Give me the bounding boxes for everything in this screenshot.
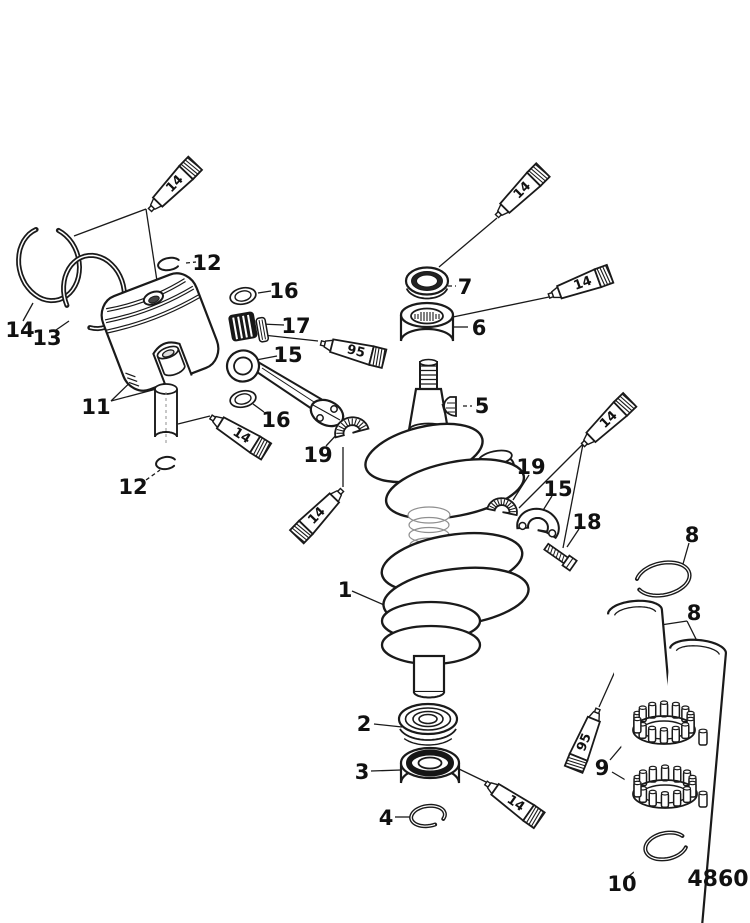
tube-label-14: 14 xyxy=(572,274,594,294)
needle-strip xyxy=(255,316,270,343)
sealant-tube-14-3 xyxy=(494,162,551,219)
callout-6: 6 xyxy=(472,316,487,340)
roller-cage-9-upper xyxy=(632,700,696,745)
rod-cap-15 xyxy=(516,507,560,540)
leader-line xyxy=(682,542,690,565)
needle-cage-17 xyxy=(228,311,270,343)
tube-label-95: 95 xyxy=(574,731,595,753)
leader-line xyxy=(518,443,584,509)
leader-line xyxy=(566,528,580,548)
pin-retainer-12-upper xyxy=(157,256,180,272)
crankshaft-1 xyxy=(364,358,530,699)
callout-17: 17 xyxy=(281,314,310,338)
callout-13: 13 xyxy=(32,326,61,350)
callout-16: 16 xyxy=(269,279,298,303)
thrust-washer-16-upper xyxy=(229,286,257,306)
leader-line xyxy=(452,296,550,318)
center-bearing-half-19-left xyxy=(334,416,370,439)
callout-8: 8 xyxy=(685,523,700,547)
pin-retainer-12-lower xyxy=(155,455,176,471)
rod-screw-18 xyxy=(543,542,578,572)
retaining-ring-4 xyxy=(409,803,447,829)
connecting-rod-15 xyxy=(225,349,345,428)
sealant-tube-14-0 xyxy=(147,155,204,213)
callout-14: 14 xyxy=(5,318,34,342)
callout-15: 15 xyxy=(273,343,302,367)
callout-19: 19 xyxy=(303,443,332,467)
sealant-tube-14-6 xyxy=(483,780,546,830)
leader-line xyxy=(438,217,498,268)
sealant-tube-14-5 xyxy=(580,391,638,448)
leader-line xyxy=(145,469,161,481)
leader-line xyxy=(145,208,158,282)
roller-cage-9-lower xyxy=(632,764,698,809)
callout-4: 4 xyxy=(379,806,394,830)
callout-11: 11 xyxy=(81,395,110,419)
leader-line xyxy=(177,415,211,425)
sealant-tube-14-2 xyxy=(288,487,345,545)
ball-bearing-3 xyxy=(399,746,461,784)
leader-line xyxy=(458,768,487,783)
callout-9: 9 xyxy=(595,756,610,780)
callout-3: 3 xyxy=(355,760,370,784)
leader-line xyxy=(370,769,402,772)
leader-line xyxy=(252,403,265,413)
center-bearing-half-19-right xyxy=(486,497,518,517)
sealant-tube-14-1 xyxy=(208,414,273,461)
callout-1: 1 xyxy=(338,578,353,602)
snap-ring-10 xyxy=(643,830,688,862)
leader-line xyxy=(73,208,147,237)
leader-line xyxy=(373,723,403,728)
callout-8: 8 xyxy=(687,601,702,625)
parts-layer xyxy=(16,227,750,923)
callout-16: 16 xyxy=(261,408,290,432)
callout-15: 15 xyxy=(543,477,572,501)
upper-seal-ring-7 xyxy=(404,266,450,300)
woodruff-key-5 xyxy=(443,396,457,417)
sealant-tube-14-4 xyxy=(547,263,615,300)
leader-line xyxy=(562,443,584,549)
callout-10: 10 xyxy=(607,872,636,896)
rod-big-end xyxy=(225,349,261,383)
retainer-wire-ring-8 xyxy=(635,560,692,598)
callout-12: 12 xyxy=(118,475,147,499)
leader-line xyxy=(55,320,70,331)
leader-line xyxy=(255,355,278,361)
tube-label-95: 95 xyxy=(345,342,366,361)
drawing-number: 4860 xyxy=(687,867,748,892)
callout-5: 5 xyxy=(475,394,490,418)
upper-main-bearing-6 xyxy=(399,301,455,342)
bearing-shell-8-left xyxy=(607,599,750,923)
callout-19: 19 xyxy=(516,455,545,479)
piston-11 xyxy=(100,272,220,392)
loose-roller-upper xyxy=(698,728,708,746)
wrist-pin-11 xyxy=(154,383,178,446)
leader-line xyxy=(262,334,319,342)
loose-roller-lower xyxy=(698,790,708,808)
callout-2: 2 xyxy=(357,712,372,736)
compression-ring-14 xyxy=(16,227,83,304)
callout-18: 18 xyxy=(572,510,601,534)
bearing-shell-8-right xyxy=(373,638,727,923)
leader-line xyxy=(257,290,272,294)
leader-line xyxy=(185,261,197,264)
thrust-washer-16-lower xyxy=(229,389,257,409)
leader-line xyxy=(22,302,34,322)
callout-7: 7 xyxy=(458,275,473,299)
oil-seal-2 xyxy=(397,702,459,746)
sealant-tube-95-8 xyxy=(563,707,602,774)
sealant-tube-95-7 xyxy=(319,338,388,370)
callout-12: 12 xyxy=(192,251,221,275)
